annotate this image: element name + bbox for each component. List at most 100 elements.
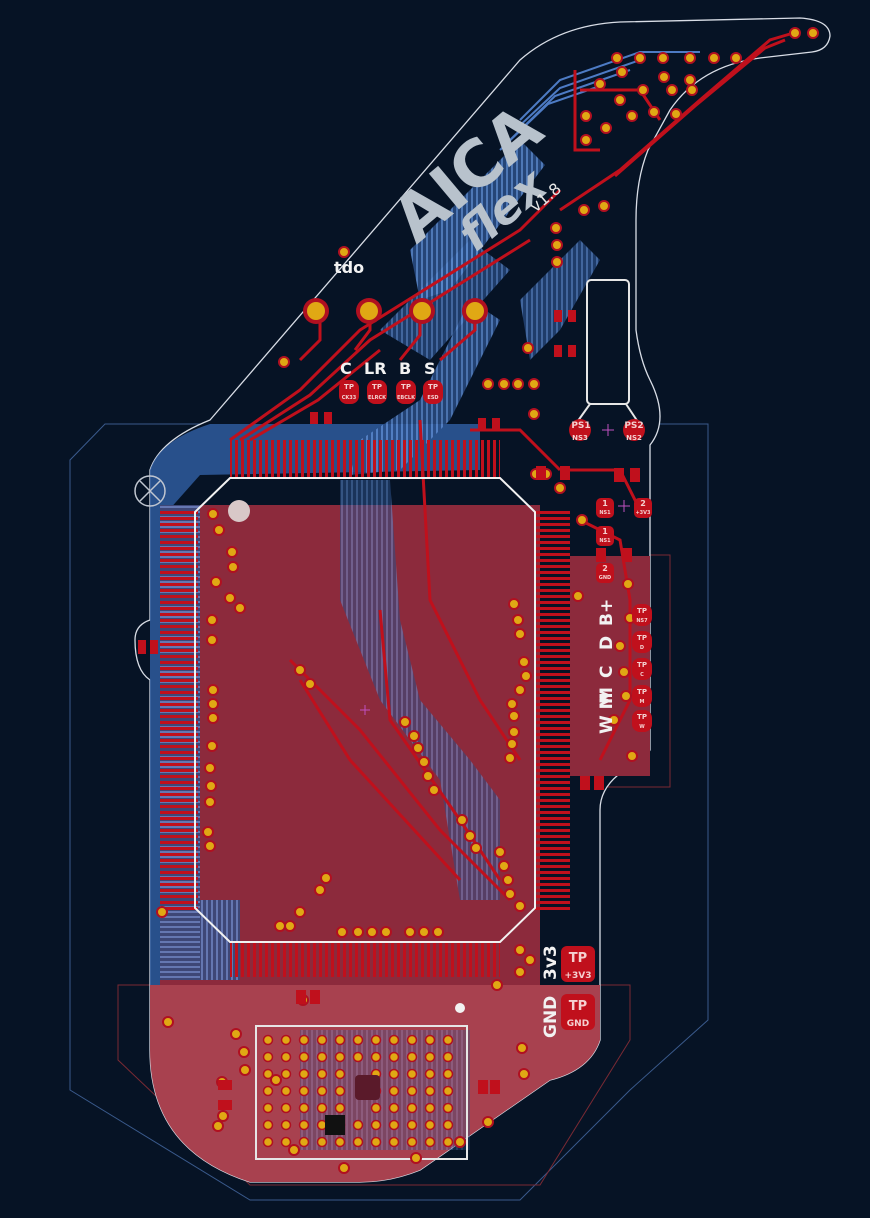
module-pad bbox=[298, 1085, 310, 1097]
via bbox=[498, 378, 510, 390]
via bbox=[637, 84, 649, 96]
module-pad bbox=[424, 1119, 436, 1131]
via bbox=[789, 27, 801, 39]
via bbox=[206, 740, 218, 752]
d-label: D bbox=[597, 636, 617, 650]
via bbox=[464, 830, 476, 842]
module-pad bbox=[352, 1051, 364, 1063]
module-pad bbox=[442, 1085, 454, 1097]
fiducial-icon bbox=[455, 1003, 465, 1013]
via bbox=[213, 524, 225, 536]
via bbox=[336, 926, 348, 938]
via bbox=[626, 750, 638, 762]
module-pad bbox=[406, 1051, 418, 1063]
testpoint-gnd: TP GND bbox=[561, 994, 595, 1030]
b-label: B bbox=[399, 359, 411, 378]
svg-text:+3V3: +3V3 bbox=[635, 510, 651, 516]
pad-2-3v3: 2 +3V3 bbox=[634, 498, 652, 518]
via bbox=[578, 204, 590, 216]
via bbox=[506, 738, 518, 750]
via bbox=[514, 628, 526, 640]
via bbox=[522, 342, 534, 354]
via bbox=[686, 84, 698, 96]
module-pad bbox=[262, 1068, 274, 1080]
via bbox=[224, 592, 236, 604]
via bbox=[227, 561, 239, 573]
via bbox=[217, 1110, 229, 1122]
via bbox=[399, 716, 411, 728]
svg-text:CK33: CK33 bbox=[342, 395, 357, 401]
via bbox=[658, 71, 670, 83]
module-pad bbox=[316, 1136, 328, 1148]
svg-text:TP: TP bbox=[569, 951, 587, 966]
via bbox=[622, 578, 634, 590]
svg-text:1: 1 bbox=[602, 499, 608, 508]
via bbox=[594, 78, 606, 90]
module-pad bbox=[370, 1136, 382, 1148]
via bbox=[226, 546, 238, 558]
via bbox=[230, 1028, 242, 1040]
via bbox=[456, 814, 468, 826]
svg-text:TP: TP bbox=[637, 688, 647, 696]
module-pad bbox=[406, 1085, 418, 1097]
module-pad bbox=[424, 1102, 436, 1114]
pad-1-ns1-bottom: 1 NS1 bbox=[596, 526, 614, 546]
via bbox=[234, 602, 246, 614]
via bbox=[294, 664, 306, 676]
via bbox=[520, 670, 532, 682]
module-pad bbox=[388, 1119, 400, 1131]
via bbox=[608, 714, 620, 726]
via bbox=[418, 756, 430, 768]
svg-text:C: C bbox=[640, 672, 644, 678]
module-pad bbox=[388, 1034, 400, 1046]
svg-text:TP: TP bbox=[372, 383, 382, 391]
module-pad bbox=[280, 1102, 292, 1114]
via bbox=[611, 52, 623, 64]
via bbox=[551, 239, 563, 251]
via bbox=[504, 752, 516, 764]
svg-text:TP: TP bbox=[344, 383, 354, 391]
via bbox=[491, 979, 503, 991]
module-pad bbox=[370, 1102, 382, 1114]
c-label: C bbox=[340, 359, 352, 378]
module-pad bbox=[262, 1034, 274, 1046]
via bbox=[508, 726, 520, 738]
via bbox=[666, 84, 678, 96]
via bbox=[270, 1074, 282, 1086]
module-center-pad bbox=[355, 1075, 380, 1100]
via bbox=[634, 52, 646, 64]
pad-1-ns1-top: 1 NS1 bbox=[596, 498, 614, 518]
svg-text:PS2: PS2 bbox=[624, 421, 643, 431]
via bbox=[580, 110, 592, 122]
via bbox=[514, 966, 526, 978]
module-pad bbox=[298, 1136, 310, 1148]
testpoint-w: TP W bbox=[632, 710, 652, 732]
via bbox=[504, 888, 516, 900]
via bbox=[508, 710, 520, 722]
svg-text:TP: TP bbox=[637, 713, 647, 721]
via bbox=[338, 1162, 350, 1174]
module-pad bbox=[442, 1051, 454, 1063]
via bbox=[352, 926, 364, 938]
module-pad bbox=[334, 1085, 346, 1097]
svg-text:TP: TP bbox=[637, 661, 647, 669]
module-pad bbox=[406, 1068, 418, 1080]
module-pad bbox=[334, 1034, 346, 1046]
testpoint-ck33: TP CK33 bbox=[339, 380, 359, 404]
module-pad bbox=[298, 1034, 310, 1046]
testpoint-3v3: TP +3V3 bbox=[561, 946, 595, 982]
c-label-right: C bbox=[597, 666, 617, 678]
module-pad bbox=[262, 1119, 274, 1131]
via bbox=[284, 920, 296, 932]
crosshair-icon bbox=[360, 424, 630, 715]
testpoint-ns7: TP NS7 bbox=[632, 604, 652, 626]
via bbox=[412, 742, 424, 754]
testpoint-esd: TP ESD bbox=[423, 380, 443, 404]
module-pad bbox=[406, 1102, 418, 1114]
via bbox=[498, 860, 510, 872]
module-pad bbox=[442, 1102, 454, 1114]
svg-text:TP: TP bbox=[401, 383, 411, 391]
via bbox=[508, 598, 520, 610]
via bbox=[616, 66, 628, 78]
